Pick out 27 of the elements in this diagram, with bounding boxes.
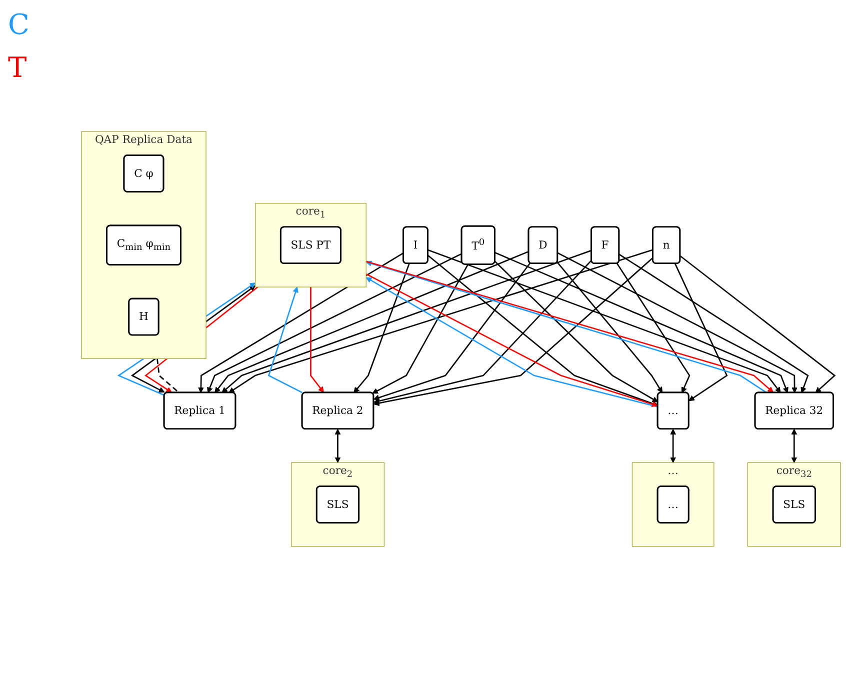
arrow (268, 286, 302, 394)
arrow (557, 252, 798, 394)
arrow (214, 250, 530, 394)
line-label: C (8, 8, 30, 41)
line-label: T (8, 51, 28, 84)
arrow (616, 263, 690, 394)
arrow (494, 252, 788, 394)
arrow (198, 252, 404, 394)
arrow (670, 428, 676, 463)
arrow (372, 264, 469, 394)
arrow (374, 262, 531, 400)
arrow (680, 255, 836, 394)
arrow (494, 261, 658, 402)
arrow (222, 250, 592, 394)
arrow (791, 428, 798, 463)
arrow (556, 262, 663, 394)
arrow (674, 263, 728, 402)
arrow (354, 263, 410, 394)
arrow (374, 260, 592, 404)
arrow (428, 249, 781, 394)
arrow (228, 249, 654, 394)
connector (156, 358, 180, 393)
arrow (428, 255, 658, 406)
arrow (618, 254, 809, 394)
arrow (334, 428, 341, 463)
arrow (207, 253, 462, 394)
arrow (310, 287, 324, 393)
